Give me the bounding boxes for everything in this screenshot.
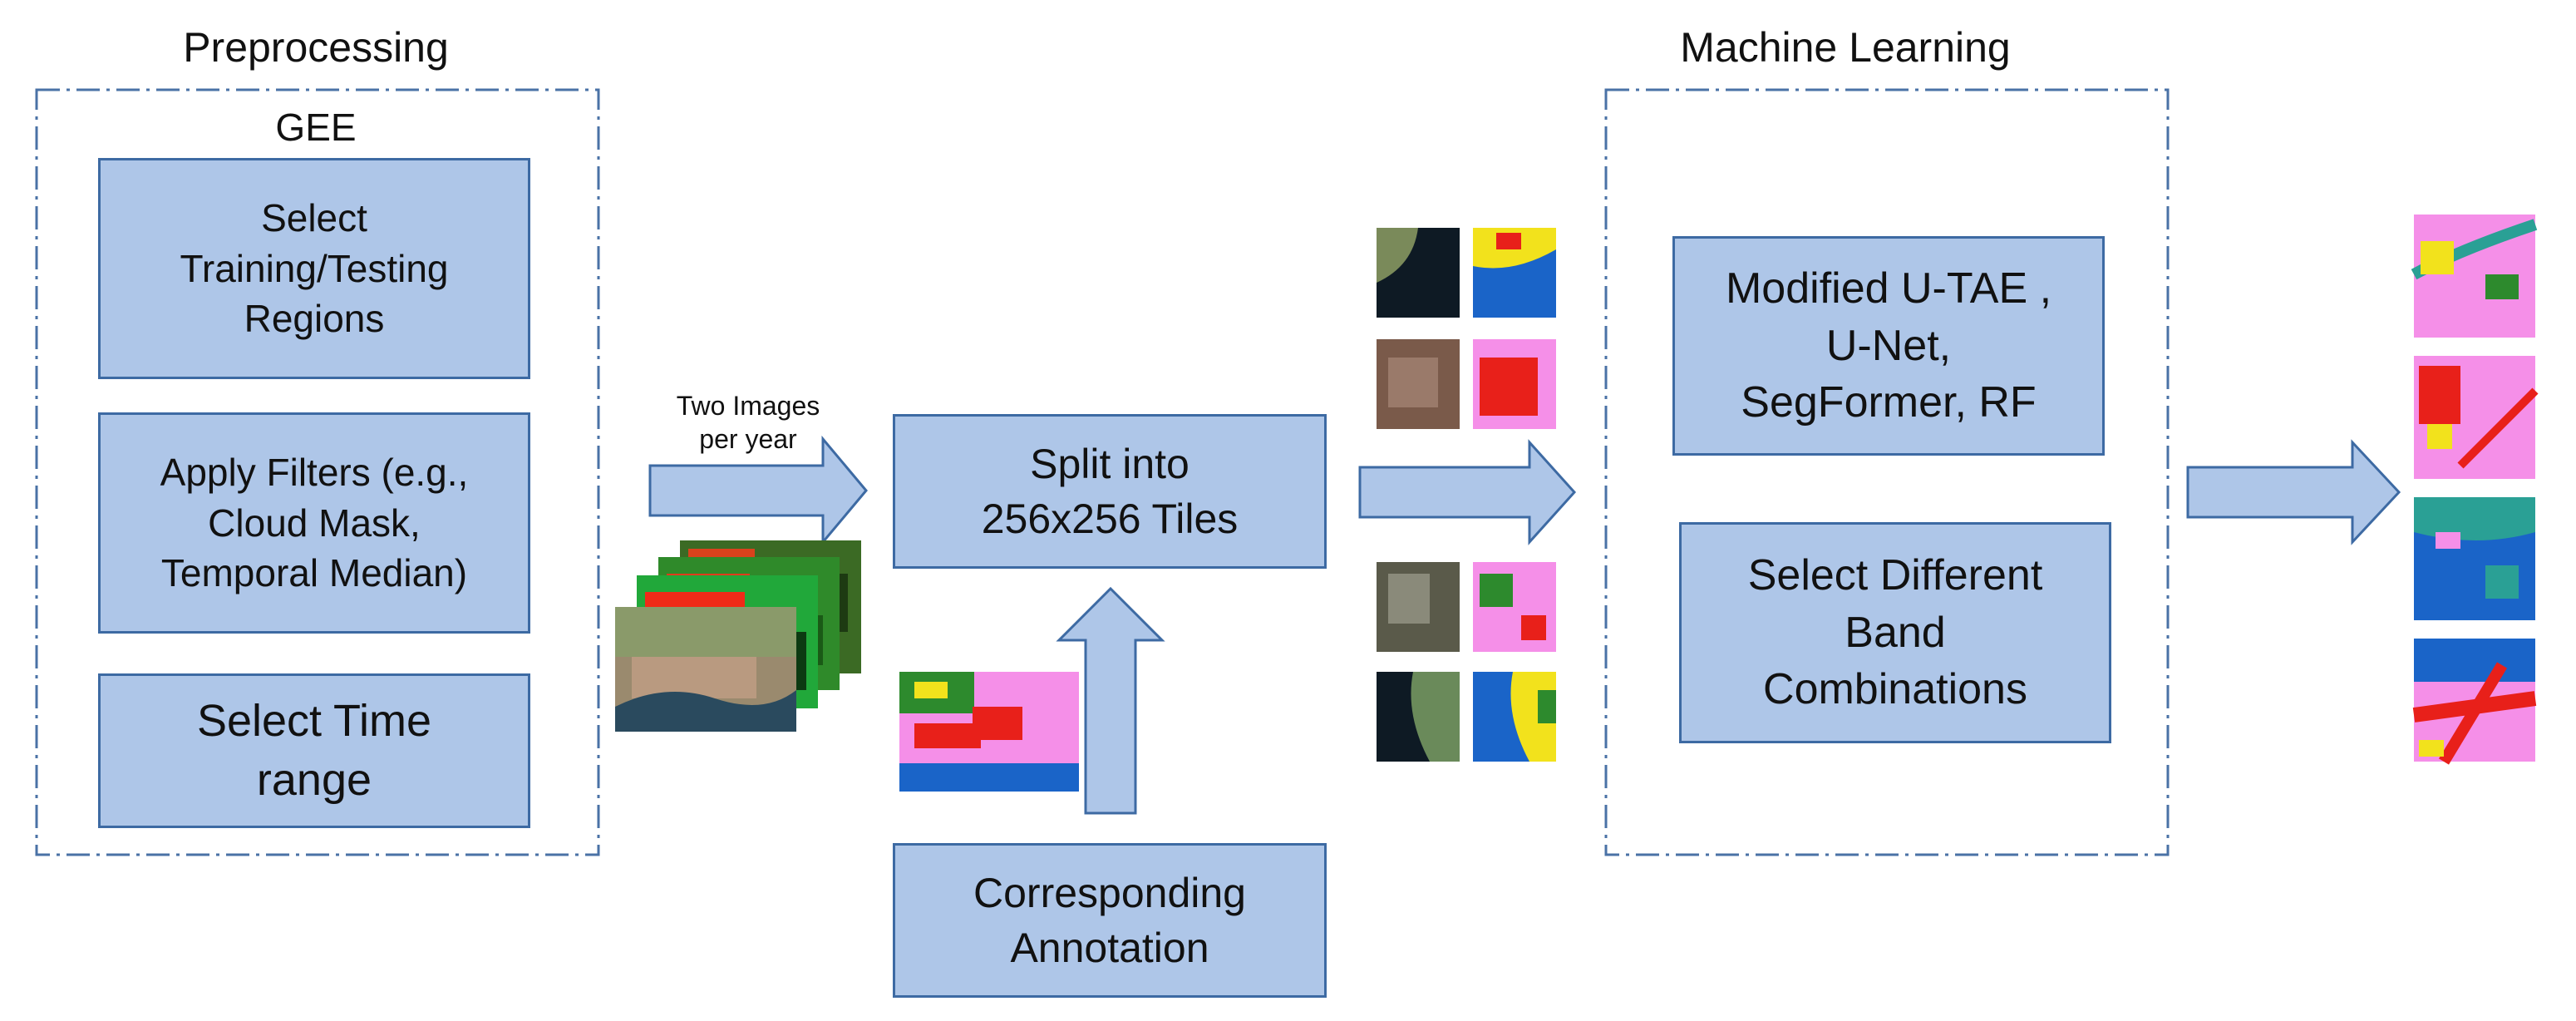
select-regions-line-3: Regions	[244, 297, 385, 341]
bands-line-1: Select Different	[1747, 551, 2043, 600]
annotation-line-1: Corresponding	[973, 870, 1246, 916]
preprocessing-title: Preprocessing	[183, 24, 449, 71]
band-combinations-box: Select Different Band Combinations	[1679, 522, 2111, 743]
output-map-2	[2414, 356, 2539, 479]
tile-pair-4	[1377, 672, 1556, 762]
two-images-label: Two Images per year	[648, 389, 848, 456]
annotation-line-2: Annotation	[1010, 925, 1209, 971]
select-regions-box: Select Training/Testing Regions	[98, 158, 530, 379]
split-line-2: 256x256 Tiles	[981, 496, 1239, 542]
two-images-line-2: per year	[699, 424, 797, 454]
select-time-range-box: Select Time range	[98, 673, 530, 828]
output-map-4	[2412, 639, 2537, 765]
apply-filters-line-1: Apply Filters (e.g.,	[160, 450, 469, 494]
select-time-range-line-1: Select Time	[196, 695, 432, 746]
arrow-to-split	[648, 435, 868, 546]
bands-line-3: Combinations	[1763, 665, 2027, 714]
annotation-image	[899, 672, 1079, 792]
image-stack	[615, 540, 861, 732]
tile-pair-1	[1377, 228, 1556, 318]
models-line-3: SegFormer, RF	[1741, 378, 2037, 427]
apply-filters-box: Apply Filters (e.g., Cloud Mask, Tempora…	[98, 412, 530, 634]
select-regions-line-2: Training/Testing	[180, 246, 449, 290]
tile-pair-2	[1377, 339, 1556, 429]
corresponding-annotation-box: Corresponding Annotation	[893, 843, 1327, 998]
machine-learning-title: Machine Learning	[1680, 24, 2011, 71]
apply-filters-line-2: Cloud Mask,	[208, 501, 421, 545]
arrow-annotation-up	[1056, 586, 1165, 815]
output-map-3	[2414, 497, 2535, 620]
models-line-1: Modified U-TAE ,	[1725, 264, 2052, 313]
select-regions-line-1: Select	[261, 195, 367, 239]
select-time-range-line-2: range	[256, 755, 372, 805]
models-box: Modified U-TAE , U-Net, SegFormer, RF	[1672, 236, 2105, 456]
output-map-1	[2411, 215, 2538, 338]
machine-learning-group-border	[1604, 88, 2170, 856]
tile-pair-3	[1377, 562, 1556, 652]
arrow-to-tiles	[1358, 439, 1577, 545]
gee-label: GEE	[275, 106, 357, 149]
apply-filters-line-3: Temporal Median)	[160, 551, 468, 595]
arrow-to-output	[2186, 439, 2401, 545]
bands-line-2: Band	[1845, 608, 1946, 657]
preprocessing-group-border	[35, 88, 600, 856]
split-line-1: Split into	[1030, 441, 1189, 487]
two-images-line-1: Two Images	[676, 391, 820, 421]
models-line-2: U-Net,	[1825, 321, 1952, 370]
split-tiles-box: Split into 256x256 Tiles	[893, 414, 1327, 569]
